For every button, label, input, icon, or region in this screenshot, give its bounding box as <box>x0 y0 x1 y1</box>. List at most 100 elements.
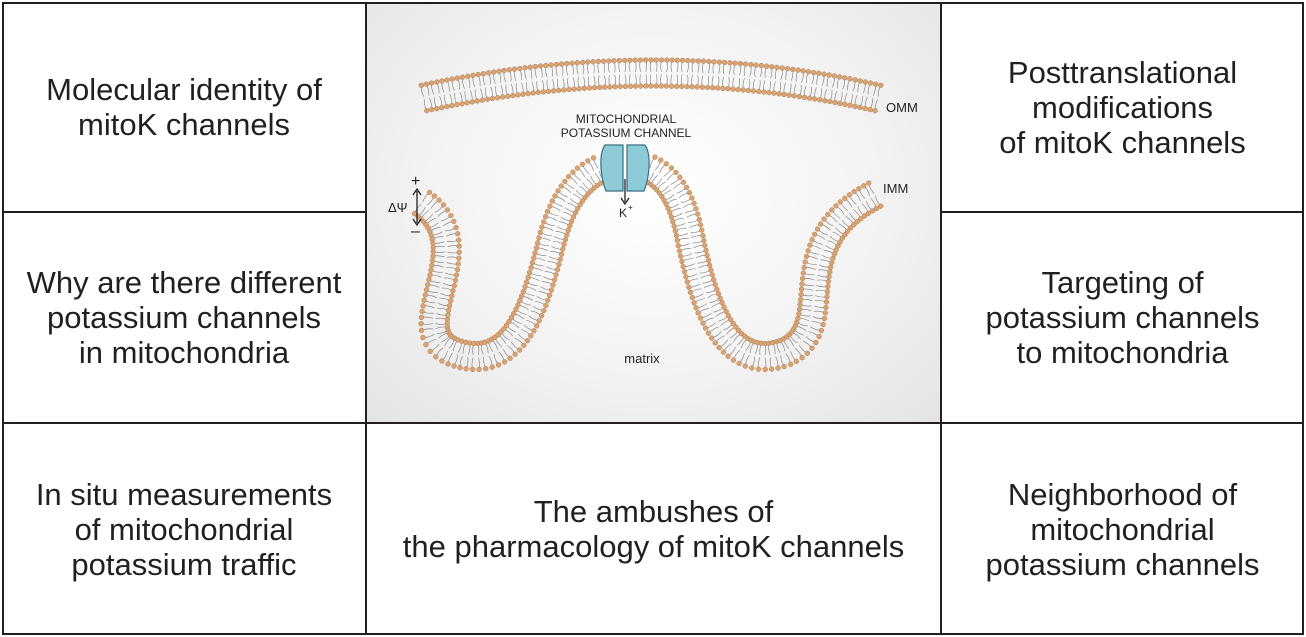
lipid-head <box>540 89 547 95</box>
lipid-head <box>428 267 434 273</box>
lipid-head <box>595 58 602 65</box>
lipid-head <box>494 95 501 101</box>
lipid-head <box>847 76 853 82</box>
lipid-head <box>565 173 572 180</box>
grid-column-divider-left <box>365 2 367 635</box>
lipid-head <box>535 89 541 96</box>
lipid-head <box>528 264 534 271</box>
lipid-head <box>702 242 708 249</box>
lipid-head <box>455 261 461 267</box>
lipid-head <box>677 253 684 259</box>
lipid-head <box>456 255 462 261</box>
lipid-head <box>521 342 527 349</box>
lipid-head <box>564 60 570 67</box>
lipid-head <box>533 245 540 251</box>
membranes-layer <box>411 57 884 373</box>
lipid-head <box>597 84 603 91</box>
lipid-head <box>701 237 707 244</box>
lipid-head <box>823 304 829 311</box>
lipid-head <box>561 241 567 247</box>
lipid-head <box>795 315 801 321</box>
lipid-head <box>526 269 533 276</box>
lipid-head <box>507 355 513 361</box>
lipid-head <box>590 155 597 161</box>
lipid-head <box>469 366 476 373</box>
lipid-head <box>694 84 700 90</box>
lipid-head <box>427 348 433 354</box>
lipid-head <box>680 263 686 270</box>
lipid-heads <box>411 154 884 373</box>
lipid-head <box>803 253 810 260</box>
lipid-head <box>712 340 718 346</box>
lipid-head <box>433 354 439 360</box>
lipid-head <box>842 101 848 108</box>
lipid-head <box>454 101 460 108</box>
lipid-head <box>802 259 808 265</box>
cell-text-targeting: Targeting of potassium channels to mitoc… <box>985 264 1260 370</box>
lipid-head <box>668 214 675 220</box>
lipid-head <box>501 359 508 365</box>
lipid-head <box>827 269 833 275</box>
lipid-head <box>866 180 872 186</box>
lipid-head <box>878 82 884 88</box>
lipid-head <box>821 216 827 222</box>
lipid-head <box>565 227 571 233</box>
lipid-head <box>484 96 491 102</box>
lipid-head <box>426 277 432 283</box>
lipid-head <box>456 243 462 249</box>
lipid-head <box>523 279 530 285</box>
lipid-head <box>779 65 785 71</box>
lipid-head <box>837 199 843 205</box>
lipid-head <box>570 214 577 220</box>
lipid-head <box>520 288 527 295</box>
lipid-head <box>541 219 547 225</box>
lipid-head <box>796 306 803 312</box>
lipid-head <box>797 296 804 303</box>
lipid-head <box>821 71 827 77</box>
lipid-head <box>517 65 523 72</box>
lipid-head <box>847 102 853 108</box>
lipid-head <box>800 68 806 74</box>
lipid-head <box>716 344 722 351</box>
lipid-head <box>801 264 807 271</box>
lipid-head <box>530 90 536 96</box>
lipid-head <box>837 100 843 107</box>
lipid-head <box>686 284 692 290</box>
lipid-head <box>548 287 555 293</box>
lipid-head <box>699 227 705 233</box>
lipid-head <box>491 69 497 75</box>
grid-right-border <box>1302 2 1304 635</box>
lipid-head <box>522 284 528 290</box>
lipid-head <box>695 211 701 217</box>
lipid-head <box>720 85 726 92</box>
grid-bottom-border <box>2 633 1304 635</box>
lipid-head <box>444 103 450 110</box>
lipid-head <box>515 302 521 308</box>
lipid-head <box>700 232 706 239</box>
lipid-head <box>450 288 456 294</box>
lipid-head <box>788 361 794 367</box>
lipid-head <box>511 66 518 72</box>
lipid-head <box>846 192 853 198</box>
cell-molecular-identity: Molecular identity of mitoK channels <box>2 2 366 212</box>
lipid-head <box>715 291 722 297</box>
grid-row-divider-right <box>941 211 1304 213</box>
lipid-head <box>423 342 429 348</box>
lipid-head <box>833 203 839 209</box>
lipid-head <box>549 198 555 204</box>
lipid-head <box>667 209 673 216</box>
lipid-head <box>643 83 649 89</box>
lipid-head <box>446 303 453 309</box>
lipid-head <box>737 60 744 67</box>
lipid-head <box>607 84 613 90</box>
lipid-head <box>448 298 454 304</box>
lipid-head <box>878 203 884 209</box>
lipid-head <box>560 246 566 252</box>
lipid-head <box>811 231 818 237</box>
lipid-tails <box>414 156 881 370</box>
channel-label-line2: POTASSIUM CHANNEL <box>561 126 692 140</box>
lipid-head <box>543 302 549 309</box>
lipid-head <box>567 223 573 229</box>
lipid-head <box>851 222 857 228</box>
lipid-head <box>534 323 540 329</box>
